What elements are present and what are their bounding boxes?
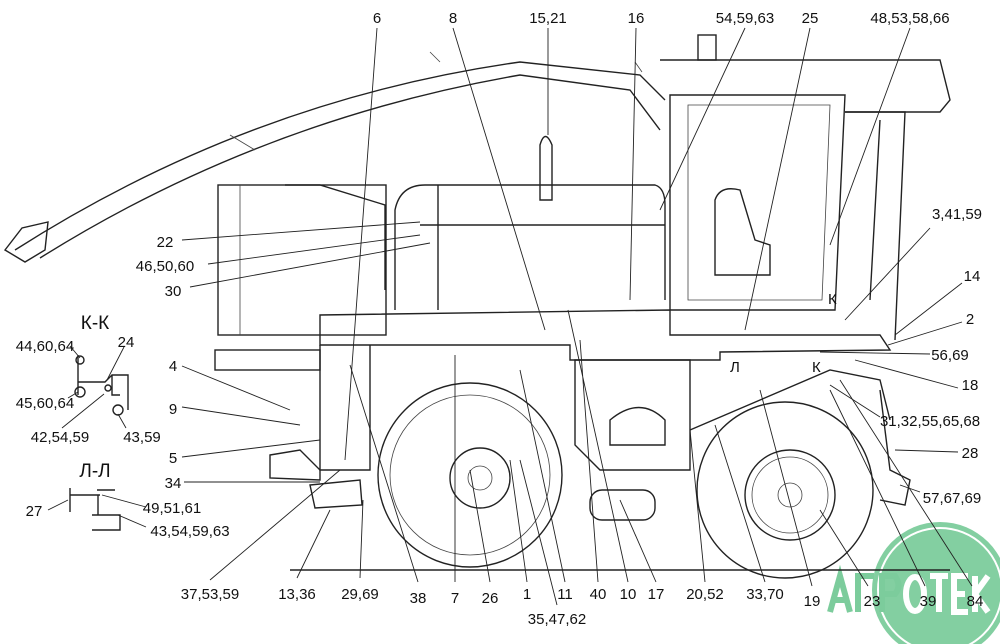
right-callouts: 3,41,59 14 2 56,69 18 31,32,55,65,68 28 … xyxy=(880,206,982,507)
leader-lines xyxy=(181,27,973,606)
callout: 28 xyxy=(962,445,979,462)
callout: 30 xyxy=(165,283,182,300)
callout: 54,59,63 xyxy=(716,10,774,27)
callout: 34 xyxy=(165,475,182,492)
callout: 57,67,69 xyxy=(923,490,981,507)
callout: 48,53,58,66 xyxy=(870,10,949,27)
callout: 16 xyxy=(628,10,645,27)
callout: 14 xyxy=(964,268,981,285)
callout: 44,60,64 xyxy=(16,338,74,355)
callout: 31,32,55,65,68 xyxy=(880,413,980,430)
callout: 15,21 xyxy=(529,10,567,27)
callout: 4 xyxy=(169,358,177,375)
callout: 8 xyxy=(449,10,457,27)
callout: 9 xyxy=(169,401,177,418)
callout: 33,70 xyxy=(746,586,784,603)
section-ll-title: Л-Л xyxy=(79,461,110,482)
callout: 1 xyxy=(523,586,531,603)
callout: 24 xyxy=(118,334,135,351)
callout: 23 xyxy=(864,593,881,610)
callout: 26 xyxy=(482,590,499,607)
callout: 45,60,64 xyxy=(16,395,74,412)
callout: 42,54,59 xyxy=(31,429,89,446)
callout: 29,69 xyxy=(341,586,379,603)
callout: 5 xyxy=(169,450,177,467)
callout: 10 xyxy=(620,586,637,603)
callout: 37,53,59 xyxy=(181,586,239,603)
callout: 43,59 xyxy=(123,429,161,446)
bottom-callouts: 37,53,59 13,36 29,69 38 7 26 1 11 40 10 … xyxy=(181,586,984,628)
agroteka-logo xyxy=(827,522,1000,644)
section-ll-detail: Л-Л 27 49,51,61 43,54,59,63 xyxy=(26,461,230,540)
callout: 35,47,62 xyxy=(528,611,586,628)
callout: 43,54,59,63 xyxy=(150,523,229,540)
callout: 38 xyxy=(410,590,427,607)
callout: 7 xyxy=(451,590,459,607)
callout: 22 xyxy=(157,234,174,251)
callout: 6 xyxy=(373,10,381,27)
left-callouts: 22 46,50,60 30 4 9 5 34 xyxy=(136,234,194,492)
callout: 3,41,59 xyxy=(932,206,982,223)
callout: 17 xyxy=(648,586,665,603)
section-mark-l: Л xyxy=(730,359,740,376)
section-kk-detail: К-К 44,60,64 24 45,60,64 42,54,59 43,59 xyxy=(16,313,161,446)
callout: 84 xyxy=(967,593,984,610)
callout: 27 xyxy=(26,503,43,520)
section-mark-k: К xyxy=(828,291,837,308)
section-kk-title: К-К xyxy=(81,313,109,334)
callout: 13,36 xyxy=(278,586,316,603)
callout: 49,51,61 xyxy=(143,500,201,517)
top-callouts: 6 8 15,21 16 54,59,63 25 48,53,58,66 xyxy=(373,10,950,27)
callout: 40 xyxy=(590,586,607,603)
callout: 25 xyxy=(802,10,819,27)
callout: 39 xyxy=(920,593,937,610)
callout: 46,50,60 xyxy=(136,258,194,275)
callout: 20,52 xyxy=(686,586,724,603)
callout: 56,69 xyxy=(931,347,969,364)
callout: 2 xyxy=(966,311,974,328)
callout: 18 xyxy=(962,377,979,394)
harvester-drawing: К К Л xyxy=(3,34,951,579)
callout: 11 xyxy=(557,586,573,603)
callout: 19 xyxy=(804,593,821,610)
section-mark-k: К xyxy=(812,359,821,376)
